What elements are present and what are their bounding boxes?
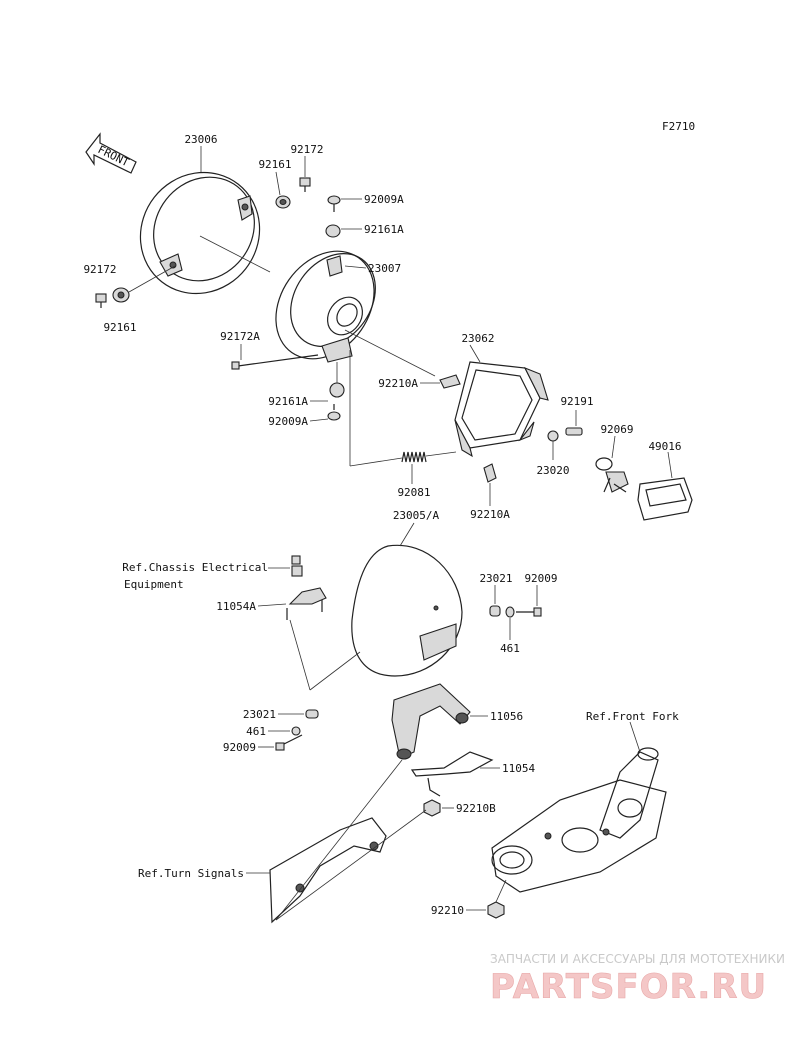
label-23062: 23062	[461, 332, 494, 345]
label-23021-right: 23021	[479, 572, 512, 585]
watermark-tagline: ЗАПЧАСТИ И АКСЕССУАРЫ ДЛЯ МОТОТЕХНИКИ	[490, 952, 785, 966]
socket-23020	[547, 430, 559, 442]
figure-id: F2710	[662, 120, 695, 133]
label-92172-left: 92172	[83, 263, 116, 276]
label-49016: 49016	[648, 440, 681, 453]
label-92172A: 92172A	[220, 330, 260, 343]
screw-92172-left	[95, 293, 107, 308]
label-92009A-mid: 92009A	[268, 415, 308, 428]
label-92009-left: 92009	[223, 741, 256, 754]
clip-92210A-bot	[483, 463, 497, 483]
label-23020: 23020	[536, 464, 569, 477]
label-11056: 11056	[490, 710, 523, 723]
bulb-92069	[595, 457, 629, 493]
label-92161A-mid: 92161A	[268, 395, 308, 408]
connector-chassis-electrical	[291, 555, 303, 577]
label-23007: 23007	[368, 262, 401, 275]
grommet-23021-left	[305, 709, 319, 719]
label-11054: 11054	[502, 762, 535, 775]
cover-49016	[637, 477, 693, 521]
headlight-body-23005A	[351, 544, 463, 677]
label-92161A-top: 92161A	[364, 223, 404, 236]
screw-92009A-top	[327, 195, 341, 212]
screw-92009A-mid	[327, 404, 341, 421]
grommet-92161A-top	[325, 224, 341, 238]
front-label: FRONT	[96, 143, 132, 169]
clip-92210A-top	[439, 374, 461, 389]
headlight-unit-23007	[275, 250, 376, 363]
grommet-92161-left	[112, 287, 130, 303]
label-92210A-bot: 92210A	[470, 508, 510, 521]
front-arrow-icon: FRONT	[85, 132, 137, 174]
grommet-92161A-mid	[329, 382, 345, 398]
label-11054A: 11054A	[216, 600, 256, 613]
bracket-11054A	[286, 587, 327, 620]
screw-92172A	[231, 354, 319, 370]
screw-92009-left	[275, 734, 303, 751]
nut-461-right	[505, 606, 515, 618]
label-92191: 92191	[560, 395, 593, 408]
ref-front-fork: Ref.Front Fork	[586, 710, 679, 723]
label-23005A: 23005/A	[393, 509, 440, 522]
turn-signal-bracket	[269, 817, 387, 924]
bracket-11056	[391, 683, 471, 760]
label-92009-right: 92009	[524, 572, 557, 585]
label-461-right: 461	[500, 642, 520, 655]
label-92161-top: 92161	[258, 158, 291, 171]
headlight-bracket-23062	[454, 361, 549, 458]
label-23006: 23006	[184, 133, 217, 146]
label-92210B: 92210B	[456, 802, 496, 815]
stay-11054	[410, 751, 494, 797]
label-461-left: 461	[246, 725, 266, 738]
label-92172-top: 92172	[290, 143, 323, 156]
screw-92009-right	[516, 607, 542, 617]
watermark-logo: PARTSFOR.RU	[490, 967, 767, 1007]
spring-92081	[401, 451, 427, 463]
label-92081: 92081	[397, 486, 430, 499]
ref-chassis-line2: Equipment	[124, 578, 184, 591]
label-92069: 92069	[600, 423, 633, 436]
nut-92210	[487, 901, 505, 919]
screw-92172-top	[299, 177, 311, 192]
nut-92210B	[423, 799, 441, 817]
grommet-23021-right	[489, 605, 501, 617]
label-92009A-top: 92009A	[364, 193, 404, 206]
nut-461-left	[291, 726, 301, 736]
label-92161-left: 92161	[103, 321, 136, 334]
label-23021-left: 23021	[243, 708, 276, 721]
grommet-92161-top	[275, 195, 291, 209]
ref-chassis-line1: Ref.Chassis Electrical	[122, 561, 268, 574]
pin-92191	[565, 427, 583, 436]
label-92210A-top: 92210A	[378, 377, 418, 390]
ref-turn-signals: Ref.Turn Signals	[138, 867, 244, 880]
headlight-rim-23006	[139, 171, 261, 295]
label-92210: 92210	[431, 904, 464, 917]
front-fork-bracket	[491, 747, 667, 893]
